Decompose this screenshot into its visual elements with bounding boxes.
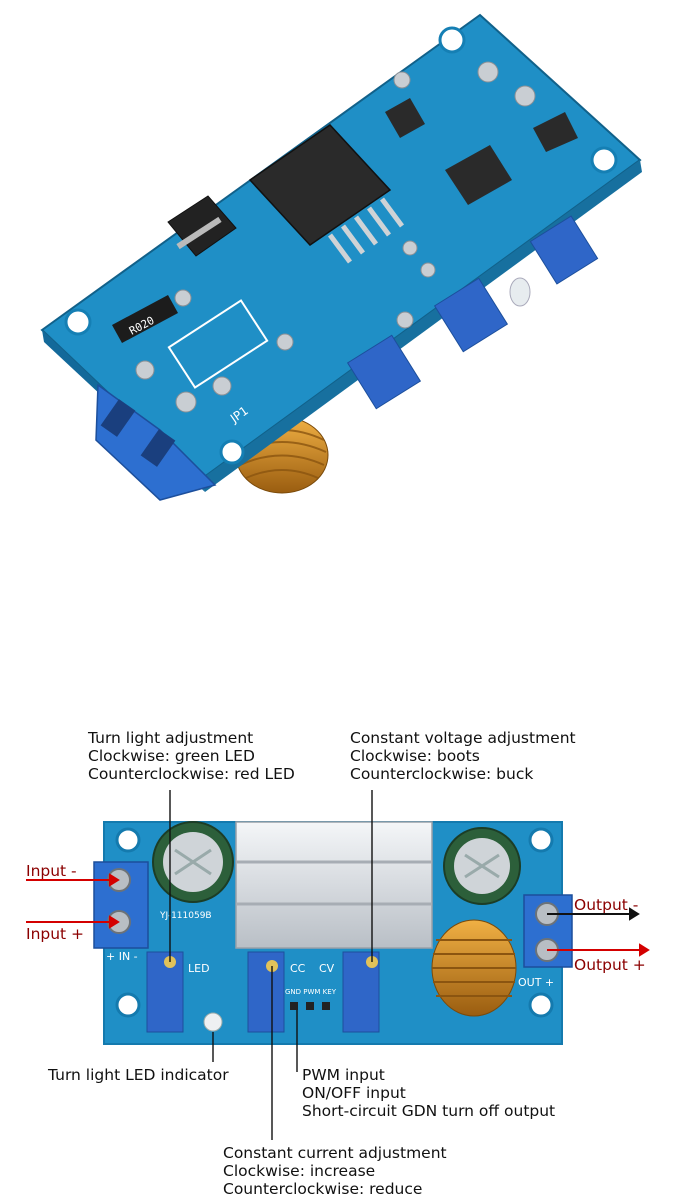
cc-cw: Clockwise: increase	[223, 1162, 376, 1180]
cc-ccw: Counterclockwise: reduce	[223, 1180, 423, 1198]
cv-marking: CV	[319, 962, 335, 975]
turn-light-cw: Clockwise: green LED	[88, 747, 255, 765]
potentiometer-top-3	[529, 215, 599, 285]
top-board-photo: R020 JP1	[40, 13, 642, 501]
cv-cw: Clockwise: boots	[350, 747, 480, 765]
shunt-resistor-top	[112, 295, 178, 343]
pwm-input-text: PWM input	[302, 1066, 385, 1084]
constant-voltage-label: Constant voltage adjustment Clockwise: b…	[350, 729, 576, 783]
cc-marking: CC	[290, 962, 306, 975]
led-marking: LED	[188, 962, 210, 975]
output-minus-label: Output -	[574, 896, 639, 914]
regulator-ic-top	[248, 124, 392, 246]
potentiometer-led	[146, 951, 184, 1033]
potentiometer-top-1	[346, 334, 422, 410]
transistor-top	[385, 98, 425, 138]
potentiometer-cc	[247, 951, 285, 1033]
turn-light-adjustment-label: Turn light adjustment Clockwise: green L…	[88, 729, 295, 783]
cv-title: Constant voltage adjustment	[350, 729, 576, 747]
in-marking: + IN -	[106, 950, 138, 963]
constant-current-label: Constant current adjustment Clockwise: i…	[223, 1144, 447, 1198]
led-top	[509, 277, 531, 307]
leader-lines	[169, 790, 373, 1140]
ic-8pin-top	[445, 145, 512, 205]
turn-light-title: Turn light adjustment	[88, 729, 254, 747]
io-arrows	[26, 873, 650, 957]
input-plus-label: Input +	[26, 925, 85, 943]
turn-light-ccw: Counterclockwise: red LED	[88, 765, 295, 783]
output-plus-label: Output +	[574, 956, 646, 974]
bottom-board-photo: + IN - LED CC CV GND PWM KEY OUT + YJ-11…	[93, 821, 573, 1045]
short-circuit-text: Short-circuit GDN turn off output	[302, 1102, 556, 1120]
led-indicator-label: Turn light LED indicator	[48, 1066, 229, 1084]
potentiometer-top-2	[433, 277, 509, 353]
out-marking: OUT +	[518, 976, 554, 989]
model-marking: YJ-111059B	[159, 911, 212, 921]
cv-ccw: Counterclockwise: buck	[350, 765, 534, 783]
cc-title: Constant current adjustment	[223, 1144, 447, 1162]
ic-small-top	[533, 112, 578, 152]
onoff-input-text: ON/OFF input	[302, 1084, 406, 1102]
heatsink	[235, 821, 433, 949]
input-minus-label: Input -	[26, 862, 77, 880]
pins-marking: GND PWM KEY	[285, 988, 337, 996]
led-indicator	[203, 1012, 223, 1032]
pwm-group-label: PWM input ON/OFF input Short-circuit GDN…	[302, 1066, 555, 1120]
